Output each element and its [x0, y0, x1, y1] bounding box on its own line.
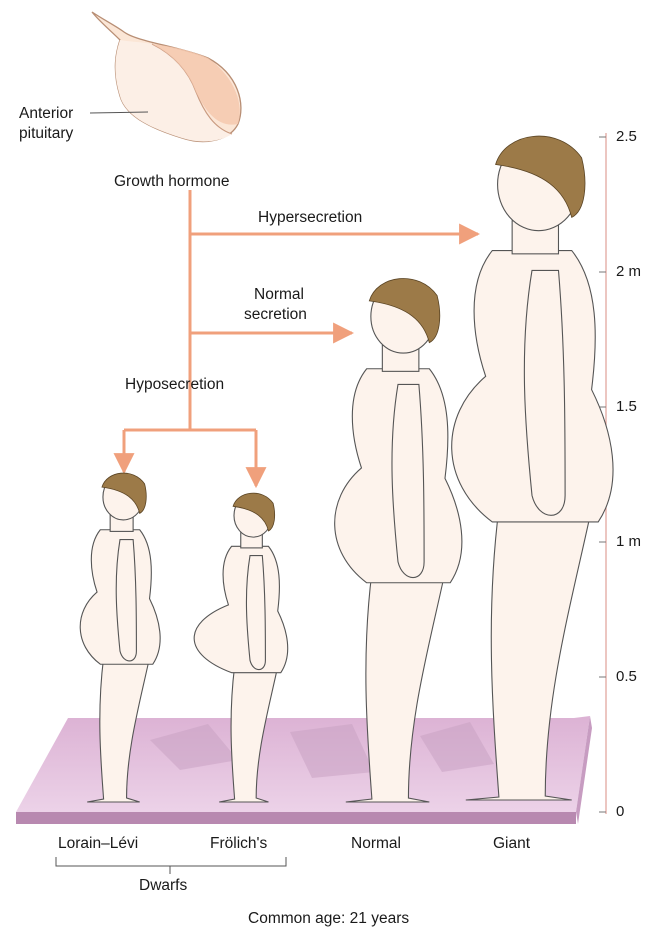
scale-tick-label: 0	[616, 803, 624, 821]
dwarfs-bracket	[56, 857, 286, 874]
figure-label-lorain-levi: Lorain–Lévi	[58, 834, 138, 853]
hyposecretion-label: Hyposecretion	[125, 375, 224, 394]
figure-giant	[452, 136, 613, 800]
arm	[116, 540, 136, 661]
caption: Common age: 21 years	[248, 909, 409, 928]
anterior-label: Anterior	[19, 104, 73, 123]
hypersecretion-label: Hypersecretion	[258, 208, 362, 227]
torso	[194, 546, 288, 672]
normal-secretion-label-line1: Normal	[254, 285, 304, 304]
scale-tick-label: 2.5	[616, 128, 637, 146]
growth-hormone-label: Growth hormone	[114, 172, 229, 191]
figure-label-giant: Giant	[493, 834, 530, 853]
arm	[246, 556, 265, 670]
figure-label-normal: Normal	[351, 834, 401, 853]
normal-secretion-label-line2: secretion	[244, 305, 307, 324]
pituitary-gland	[92, 12, 241, 142]
arm	[392, 384, 424, 577]
arm	[524, 270, 565, 515]
figure-label-frolich: Frölich's	[210, 834, 267, 853]
figures-group	[80, 136, 613, 802]
scale-tick-label: 2 m	[616, 263, 641, 281]
scale-tick-label: 1.5	[616, 398, 637, 416]
scale-tick-label: 0.5	[616, 668, 637, 686]
pituitary-label: pituitary	[19, 124, 73, 143]
scale-tick-label: 1 m	[616, 533, 641, 551]
dwarfs-label: Dwarfs	[139, 876, 187, 895]
